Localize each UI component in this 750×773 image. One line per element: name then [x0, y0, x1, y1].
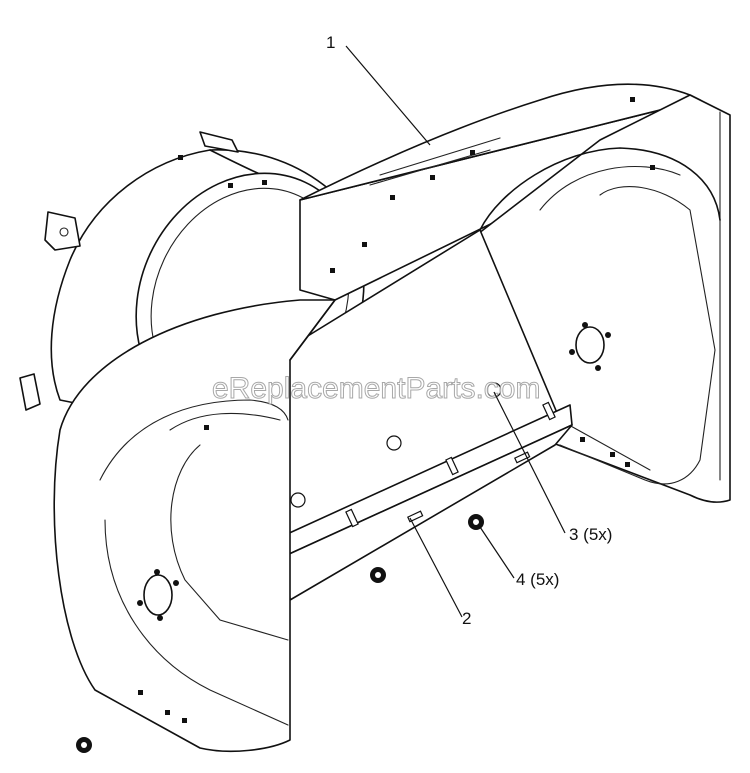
leader-line-3 — [493, 391, 566, 534]
callout-3: 3 (5x) — [569, 525, 612, 544]
leader-line-2 — [409, 517, 463, 618]
callout-4: 4 (5x) — [516, 570, 559, 589]
leader-line-4 — [477, 523, 515, 579]
leader-line-1 — [345, 45, 431, 146]
leader-lines — [345, 45, 566, 618]
left-side-panel — [53, 299, 336, 753]
callout-2: 2 — [462, 609, 471, 628]
scraper-bar — [284, 401, 573, 601]
watermark-text: eReplacementParts.com — [212, 372, 540, 405]
callout-1: 1 — [326, 33, 335, 52]
